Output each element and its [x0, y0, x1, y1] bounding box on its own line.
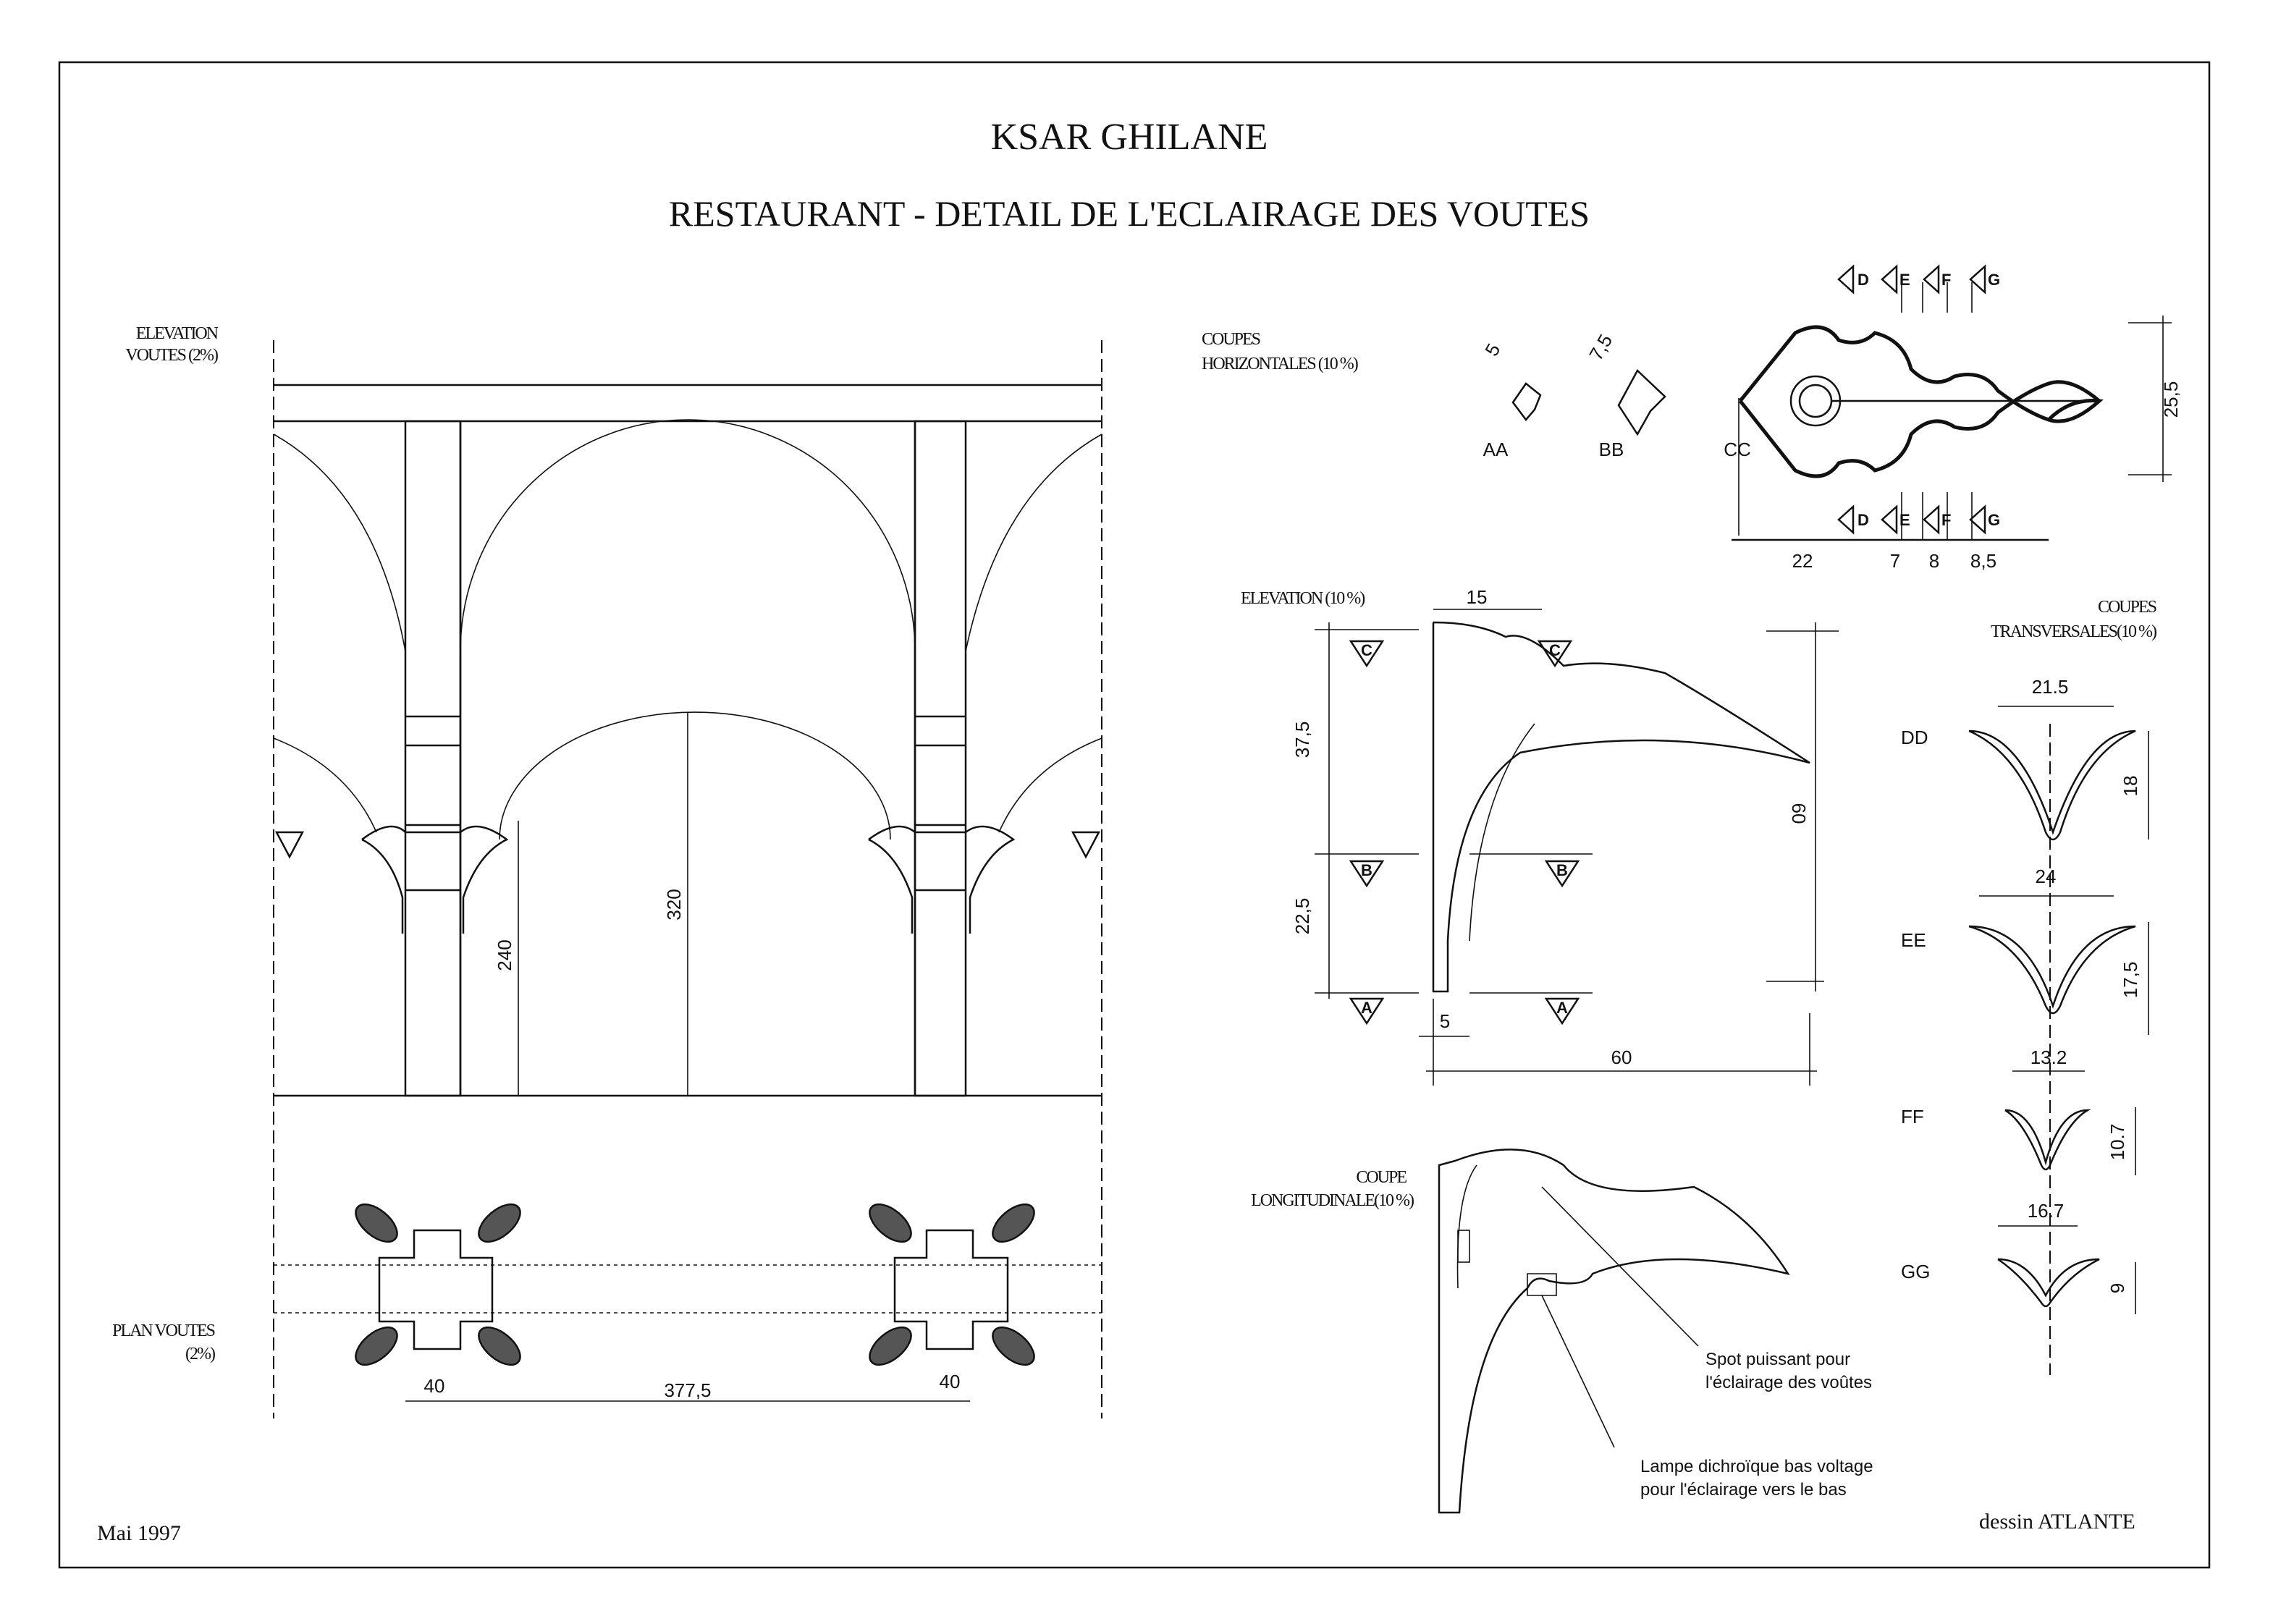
horizontal-sections: COUPES HORIZONTALES (10 %) 5 7,5 AA BB C… — [1202, 264, 2182, 572]
svg-text:60: 60 — [1611, 1046, 1632, 1068]
note-lamp: Lampe dichroïque bas voltage — [1640, 1457, 1873, 1476]
svg-text:G: G — [1988, 271, 2000, 289]
svg-text:C: C — [1361, 641, 1372, 659]
svg-text:60: 60 — [1788, 803, 1810, 824]
dim-377-5: 377,5 — [664, 1379, 711, 1401]
svg-text:LONGITUDINALE(10 %): LONGITUDINALE(10 %) — [1251, 1191, 1414, 1210]
svg-text:COUPE: COUPE — [1356, 1168, 1407, 1187]
svg-text:E: E — [1899, 271, 1910, 289]
svg-text:l'éclairage des voûtes: l'éclairage des voûtes — [1705, 1373, 1872, 1392]
svg-text:ELEVATION (10 %): ELEVATION (10 %) — [1241, 589, 1365, 608]
svg-text:COUPES: COUPES — [2098, 598, 2156, 617]
svg-text:CC: CC — [1724, 439, 1751, 460]
svg-text:24: 24 — [2036, 866, 2057, 887]
svg-text:7: 7 — [1890, 550, 1900, 572]
svg-text:22,5: 22,5 — [1291, 898, 1313, 935]
svg-text:ELEVATION: ELEVATION — [136, 324, 219, 343]
svg-text:D: D — [1857, 511, 1869, 529]
svg-text:37,5: 37,5 — [1291, 722, 1313, 758]
drawing-title: KSAR GHILANE — [991, 117, 1268, 158]
svg-text:(2%): (2%) — [185, 1345, 215, 1363]
bracket-elevation: ELEVATION (10 %) 15 37,5 22,5 60 5 60 C … — [1241, 586, 1839, 1086]
svg-text:pour l'éclairage vers le bas: pour l'éclairage vers le bas — [1640, 1480, 1847, 1500]
svg-text:DD: DD — [1901, 727, 1928, 748]
drawing-subtitle: RESTAURANT - DETAIL DE L'ECLAIRAGE DES V… — [669, 193, 1590, 234]
transverse-sections: COUPES TRANSVERSALES(10 %) 21.5 DD 18 24… — [1901, 598, 2158, 1375]
svg-text:E: E — [1899, 511, 1910, 529]
svg-text:EE: EE — [1901, 929, 1926, 951]
note-spot: Spot puissant pour — [1705, 1350, 1850, 1369]
svg-text:B: B — [1556, 861, 1568, 879]
svg-text:VOUTES (2%): VOUTES (2%) — [125, 346, 218, 365]
svg-text:7,5: 7,5 — [1585, 331, 1616, 364]
svg-text:15: 15 — [1467, 586, 1488, 608]
svg-text:5: 5 — [1480, 339, 1504, 360]
svg-text:13.2: 13.2 — [2030, 1046, 2067, 1068]
section-markers-elevation: C C B B A A — [1349, 640, 1580, 1025]
svg-text:F: F — [1941, 511, 1951, 529]
svg-text:TRANSVERSALES(10 %): TRANSVERSALES(10 %) — [1991, 622, 2156, 641]
svg-text:HORIZONTALES (10 %): HORIZONTALES (10 %) — [1202, 355, 1358, 373]
date-label: Mai 1997 — [97, 1521, 181, 1545]
svg-text:18: 18 — [2120, 776, 2141, 797]
svg-text:A: A — [1556, 999, 1568, 1017]
vault-plan: PLAN VOUTES (2%) 40 377,5 40 — [112, 1203, 1102, 1402]
svg-text:5: 5 — [1440, 1010, 1450, 1032]
svg-text:F: F — [1941, 271, 1951, 289]
svg-text:AA: AA — [1483, 439, 1509, 460]
svg-text:BB: BB — [1599, 439, 1624, 460]
svg-text:17,5: 17,5 — [2120, 962, 2141, 999]
svg-text:16.7: 16.7 — [2028, 1200, 2065, 1222]
longitudinal-section: COUPE LONGITUDINALE(10 %) Spot puissant … — [1251, 1149, 1873, 1514]
svg-text:21.5: 21.5 — [2032, 676, 2069, 698]
svg-text:COUPES: COUPES — [1202, 330, 1260, 349]
svg-text:G: G — [1988, 511, 2000, 529]
dim-240: 240 — [494, 939, 515, 970]
svg-text:C: C — [1549, 641, 1561, 659]
dim-40-right: 40 — [940, 1371, 961, 1392]
svg-text:A: A — [1361, 999, 1372, 1017]
svg-text:25,5: 25,5 — [2160, 381, 2182, 418]
svg-text:9: 9 — [2107, 1283, 2128, 1293]
svg-text:B: B — [1361, 861, 1372, 879]
svg-text:GG: GG — [1901, 1261, 1930, 1282]
svg-text:FF: FF — [1901, 1106, 1924, 1128]
svg-text:D: D — [1857, 271, 1869, 289]
svg-text:8,5: 8,5 — [1970, 550, 1996, 572]
leaf-section-cc — [1739, 325, 2104, 478]
svg-text:8: 8 — [1929, 550, 1939, 572]
vault-elevation: ELEVATION VOUTES (2%) — [125, 324, 1102, 1418]
svg-text:22: 22 — [1792, 550, 1813, 572]
dim-320: 320 — [663, 889, 685, 920]
sheet-border — [58, 61, 2211, 1569]
section-markers-top: D E F G D E F G — [1837, 264, 2000, 535]
svg-text:PLAN VOUTES: PLAN VOUTES — [112, 1321, 215, 1340]
credit-label: dessin ATLANTE — [1979, 1510, 2135, 1534]
svg-text:10.7: 10.7 — [2107, 1124, 2128, 1161]
dim-40-left: 40 — [424, 1375, 445, 1397]
capital-ornament — [361, 825, 1016, 934]
